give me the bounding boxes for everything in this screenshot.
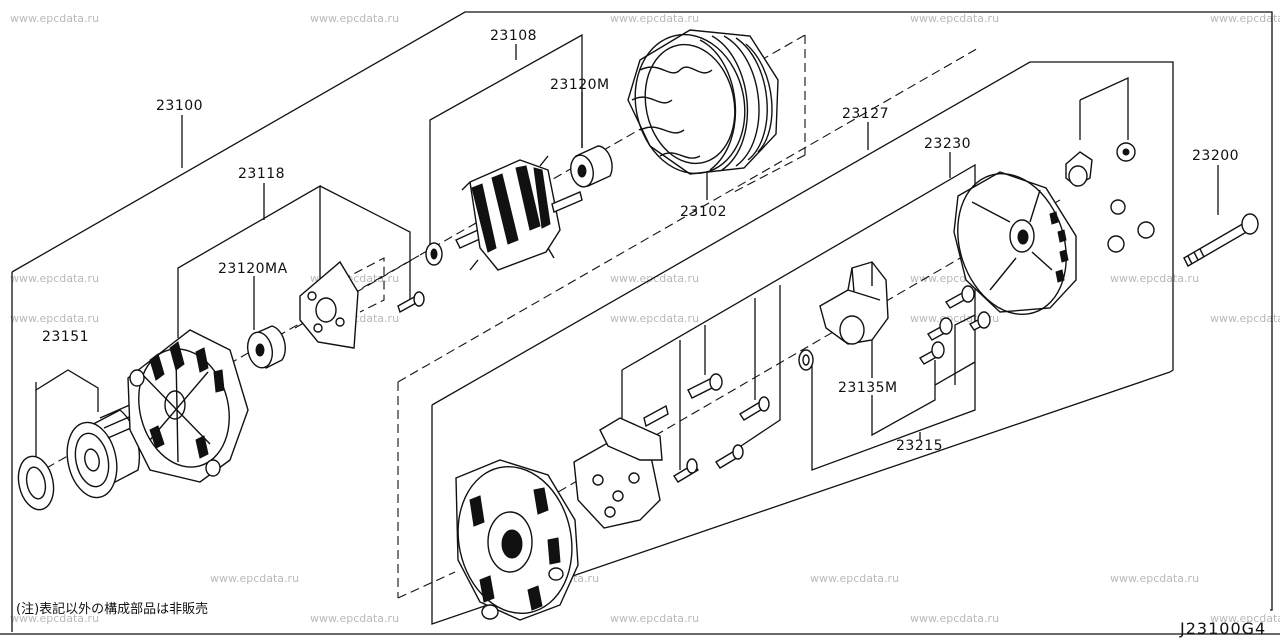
axis-line — [397, 571, 456, 599]
watermark: www.epcdata.ru — [210, 572, 299, 585]
watermark: www.epcdata.ru — [10, 612, 99, 625]
label-stator: 23102 — [680, 204, 727, 220]
label-screw-kit: 23215 — [896, 438, 943, 454]
front-bracket — [953, 171, 1077, 316]
label-rotor: 23108 — [490, 28, 537, 44]
watermark: www.epcdata.ru — [810, 572, 899, 585]
label-pulley: 23151 — [42, 329, 89, 345]
label-front-cover: 23118 — [238, 166, 285, 182]
regulator-subframe — [811, 312, 976, 471]
watermark: www.epcdata.ru — [910, 612, 999, 625]
pulley — [66, 403, 141, 499]
watermark: www.epcdata.ru — [10, 12, 99, 25]
watermark: www.epcdata.ru — [1110, 272, 1199, 285]
leader-lines — [35, 33, 1219, 470]
front-plate — [299, 260, 359, 349]
through-bolt — [1183, 213, 1259, 267]
axis-line — [341, 257, 385, 313]
watermark: www.epcdata.ru — [10, 272, 99, 285]
stator — [627, 29, 779, 175]
nuts-and-bushing — [1065, 142, 1155, 253]
rear-cover — [455, 459, 579, 621]
watermark: www.epcdata.ru — [610, 312, 699, 325]
watermark: www.epcdata.ru — [310, 612, 399, 625]
axis-line — [294, 257, 416, 329]
front-screw — [397, 291, 425, 314]
pulley-washer — [17, 455, 55, 511]
label-regulator: 23135M — [838, 380, 898, 396]
rear-cover-frame-left — [431, 371, 1171, 625]
front-bearing — [246, 325, 286, 369]
watermark: www.epcdata.ru — [10, 312, 99, 325]
label-bearing-rear: 23120M — [550, 77, 610, 93]
rear-bearing — [570, 145, 613, 188]
watermark: www.epcdata.ru — [1110, 572, 1199, 585]
assembly-frame — [11, 11, 1273, 611]
label-through-bolt: 23200 — [1192, 148, 1239, 164]
rectifier — [573, 404, 669, 529]
watermark: www.epcdata.ru — [310, 12, 399, 25]
regulator — [819, 261, 889, 345]
label-assembly: 23100 — [156, 98, 203, 114]
rotor-spacer — [425, 242, 443, 266]
watermark: www.epcdata.ru — [610, 12, 699, 25]
watermark: www.epcdata.ru — [1210, 612, 1280, 625]
front-cover — [127, 329, 249, 483]
watermark: www.epcdata.ru — [610, 612, 699, 625]
terminal-bolts — [673, 373, 770, 483]
rotor — [455, 155, 583, 271]
bracket-screws — [918, 285, 991, 365]
label-rear-cover-assembly: 23127 — [842, 106, 889, 122]
watermark: www.epcdata.ru — [1210, 312, 1280, 325]
label-bearing-front: 23120MA — [218, 261, 288, 277]
rear-cover-frame — [431, 61, 1174, 406]
bracket-subframe — [621, 163, 976, 371]
label-front-bracket: 23230 — [924, 136, 971, 152]
regulator-washer — [798, 349, 814, 371]
watermark: www.epcdata.ru — [910, 12, 999, 25]
footnote: (注)表記以外の構成部品は非販売 — [16, 601, 208, 617]
part-number-labels: 23100 23108 23120M 23102 23127 23230 232… — [42, 28, 1239, 454]
watermark: www.epcdata.ru — [610, 272, 699, 285]
watermark: www.epcdata.ru — [1210, 12, 1280, 25]
drawing-code: J23100G4 — [1179, 619, 1266, 638]
